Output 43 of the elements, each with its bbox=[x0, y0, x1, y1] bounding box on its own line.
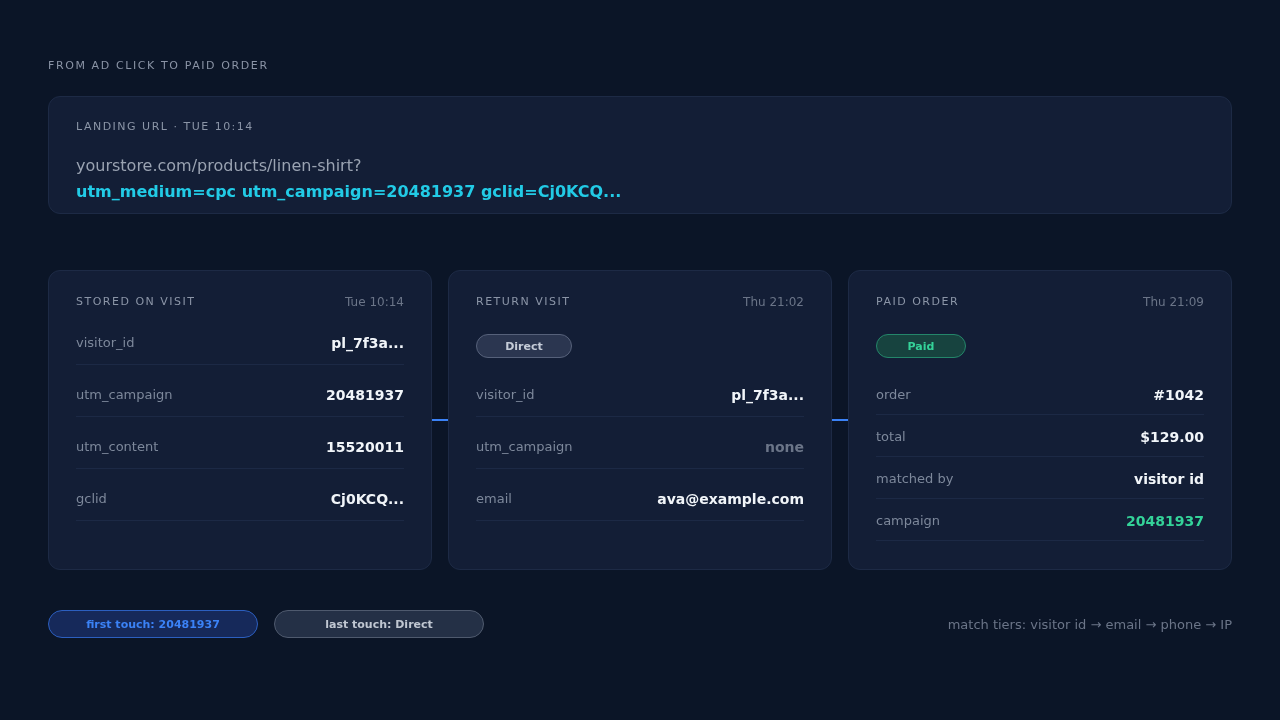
field-label: total bbox=[876, 429, 906, 445]
field-label: campaign bbox=[876, 513, 941, 529]
status-badge: Paid bbox=[876, 334, 966, 358]
field-label: visitor_id bbox=[476, 387, 535, 403]
field-value: Cj0KCQ... bbox=[330, 490, 404, 508]
field-value: #1042 bbox=[1153, 386, 1204, 404]
field-label: utm_content bbox=[76, 439, 159, 455]
field-value: 20481937 bbox=[326, 386, 404, 404]
field-label: utm_campaign bbox=[476, 439, 573, 455]
field-label: utm_campaign bbox=[76, 387, 173, 403]
card-heading: PAID ORDER bbox=[876, 295, 960, 309]
field-value: $129.00 bbox=[1140, 428, 1204, 446]
card-heading: RETURN VISIT bbox=[476, 295, 571, 309]
url-parameters: utm_medium=cpc utm_campaign=20481937 gclid=Cj0KCQ... bbox=[76, 182, 622, 202]
card-heading: STORED ON VISIT bbox=[76, 295, 196, 309]
card-heading: LANDING URL · TUE 10:14 bbox=[76, 120, 254, 134]
field-label: email bbox=[476, 491, 512, 507]
channel-badge: Direct bbox=[476, 334, 572, 358]
field-label: matched by bbox=[876, 471, 954, 487]
field-value: 20481937 bbox=[1126, 512, 1204, 530]
url-text: yourstore.com/products/linen-shirt? bbox=[76, 156, 362, 176]
connector-line bbox=[431, 419, 449, 421]
timestamp: Thu 21:02 bbox=[743, 295, 804, 309]
field-value: none bbox=[764, 438, 804, 456]
event-card bbox=[848, 270, 1232, 570]
field-label: visitor_id bbox=[76, 335, 135, 351]
event-card bbox=[48, 270, 432, 570]
attribution-pill: last touch: Direct bbox=[274, 610, 484, 638]
landing-url-card bbox=[48, 96, 1232, 214]
timestamp: Thu 21:09 bbox=[1143, 295, 1204, 309]
field-value: visitor id bbox=[1134, 470, 1204, 488]
field-label: order bbox=[876, 387, 911, 403]
attribution-pill: first touch: 20481937 bbox=[48, 610, 258, 638]
connector-line bbox=[831, 419, 849, 421]
note-text: match tiers: visitor id → email → phone → IP bbox=[947, 617, 1232, 633]
field-value: pl_7f3a... bbox=[731, 386, 804, 404]
field-label: gclid bbox=[76, 491, 107, 507]
field-value: pl_7f3a... bbox=[331, 334, 404, 352]
field-value: ava@example.com bbox=[657, 490, 804, 508]
event-card bbox=[448, 270, 832, 570]
field-value: 15520011 bbox=[326, 438, 404, 456]
timestamp: Tue 10:14 bbox=[345, 295, 404, 309]
diagram-title: FROM AD CLICK TO PAID ORDER bbox=[48, 58, 269, 74]
